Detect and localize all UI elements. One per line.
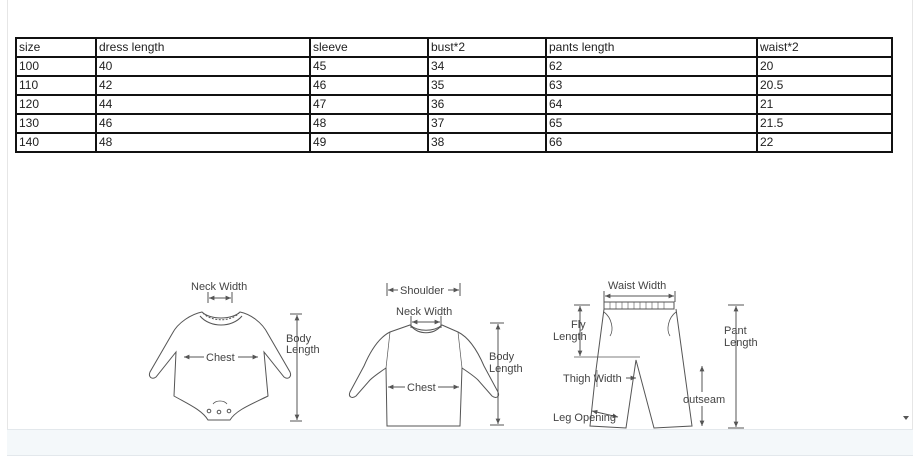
- shirt-neck-width-label: Neck Width: [396, 306, 452, 318]
- table-cell: 120: [15, 94, 97, 115]
- table-header-row: size dress length sleeve bust*2 pants le…: [15, 37, 893, 58]
- table-cell: 38: [427, 132, 547, 153]
- table-cell: 21: [756, 94, 893, 115]
- pants-fly-length-label: Length: [553, 331, 587, 343]
- pants-fly-length-measure: [574, 304, 640, 358]
- pants-thigh-width-label: Thigh Width: [563, 373, 622, 385]
- header-cell: dress length: [95, 37, 311, 58]
- header-cell: bust*2: [427, 37, 547, 58]
- romper-body-length-measure: [290, 313, 302, 422]
- table-cell: 36: [427, 94, 547, 115]
- table-cell: 48: [309, 113, 429, 134]
- shirt-illustration: [349, 324, 499, 427]
- table-cell: 130: [15, 113, 97, 134]
- table-cell: 48: [95, 132, 311, 153]
- table-cell: 20.5: [756, 75, 893, 96]
- table-cell: 66: [545, 132, 758, 153]
- bottom-bar: [7, 429, 913, 456]
- table-cell: 42: [95, 75, 311, 96]
- table-cell: 40: [95, 56, 311, 77]
- table-cell: 65: [545, 113, 758, 134]
- shirt-shoulder-measure: [386, 283, 461, 296]
- table-cell: 140: [15, 132, 97, 153]
- table-row: 140 48 49 38 66 22: [15, 132, 893, 153]
- table-cell: 46: [309, 75, 429, 96]
- header-cell: sleeve: [309, 37, 429, 58]
- header-cell: pants length: [545, 37, 758, 58]
- scroll-down-icon[interactable]: [903, 416, 909, 420]
- shirt-chest-label: Chest: [407, 382, 436, 394]
- table-cell: 49: [309, 132, 429, 153]
- pants-waist-width-label: Waist Width: [608, 280, 666, 292]
- size-chart-table: size dress length sleeve bust*2 pants le…: [15, 37, 893, 153]
- pants-leg-opening-measure: [591, 409, 619, 419]
- table-cell: 63: [545, 75, 758, 96]
- table-row: 130 46 48 37 65 21.5: [15, 113, 893, 134]
- table-cell: 21.5: [756, 113, 893, 134]
- table-cell: 62: [545, 56, 758, 77]
- table-cell: 110: [15, 75, 97, 96]
- pants-length-label: Length: [724, 337, 758, 349]
- table-cell: 20: [756, 56, 893, 77]
- table-row: 110 42 46 35 63 20.5: [15, 75, 893, 96]
- romper-body-length-label: Body: [286, 333, 312, 345]
- shirt-body-length-label: Body: [489, 351, 515, 363]
- pants-illustration: [589, 301, 693, 429]
- pants-leg-opening-label: Leg Opening: [553, 412, 616, 424]
- shirt-shoulder-label: Shoulder: [400, 285, 444, 297]
- table-cell: 46: [95, 113, 311, 134]
- table-cell: 37: [427, 113, 547, 134]
- pants-length-measure: [728, 304, 744, 429]
- pants-outseam-label: outseam: [683, 394, 725, 406]
- table-cell: 34: [427, 56, 547, 77]
- table-cell: 100: [15, 56, 97, 77]
- header-cell: waist*2: [756, 37, 893, 58]
- romper-body-length-label: Length: [286, 344, 320, 356]
- shirt-body-length-measure: [490, 322, 504, 426]
- shirt-neck-width-measure: [410, 316, 442, 328]
- header-cell: size: [15, 37, 97, 58]
- romper-illustration: [149, 311, 291, 421]
- shirt-body-length-label: Length: [489, 363, 523, 375]
- pants-fly-length-label: Fly: [571, 319, 586, 331]
- table-cell: 22: [756, 132, 893, 153]
- pants-thigh-width-measure: [596, 370, 636, 387]
- table-cell: 44: [95, 94, 311, 115]
- romper-neck-width-label: Neck Width: [191, 281, 247, 293]
- table-cell: 35: [427, 75, 547, 96]
- pants-length-label: Pant: [724, 325, 747, 337]
- romper-chest-label: Chest: [206, 352, 235, 364]
- table-cell: 45: [309, 56, 429, 77]
- table-cell: 47: [309, 94, 429, 115]
- table-row: 120 44 47 36 64 21: [15, 94, 893, 115]
- pants-waist-width-measure: [603, 291, 676, 302]
- table-cell: 64: [545, 94, 758, 115]
- romper-neck-width-measure: [207, 292, 233, 303]
- table-row: 100 40 45 34 62 20: [15, 56, 893, 77]
